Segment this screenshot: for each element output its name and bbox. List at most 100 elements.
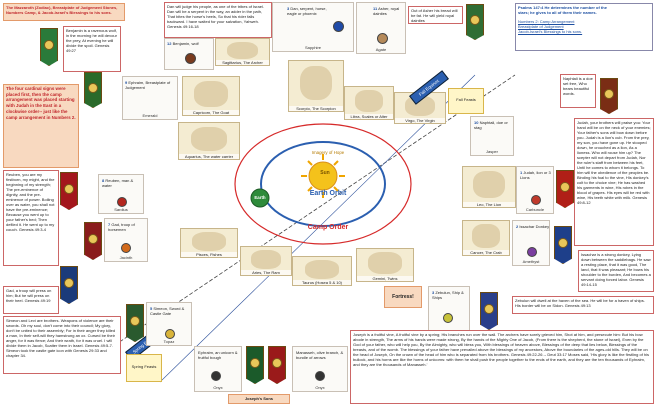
fortress-box: Fortress!	[384, 286, 422, 308]
naphtali-text: Naphtali is a doe set free, Who bears be…	[560, 74, 596, 108]
tribe-reuben: 8 Reuben, man & water Sardius	[98, 174, 144, 214]
dan-text: Dan will judge his people, as one of the…	[164, 2, 272, 38]
zodiac-label-aries: Aries, The Ram	[241, 270, 291, 275]
zodiac-label-aquarius: Aquarius, The water carrier	[179, 154, 239, 159]
camp-note-text: The four cardinal signs were placed firs…	[6, 86, 76, 120]
tribe-asher: 11 Asher, royal dainties Agate	[356, 2, 406, 54]
sun-icon	[301, 154, 345, 198]
zebulun-text: Zebulun will dwell at the haven of the s…	[512, 296, 654, 314]
zodiac-cancer: Cancer, The Crab	[462, 220, 510, 256]
zodiac-label-taurus: Taurus (Hosea 5 & 10)	[293, 280, 351, 285]
onyx-stone-icon	[211, 371, 221, 381]
unicorn-icon	[250, 358, 260, 369]
zodiac-label-leo: Leo, The Lion	[463, 202, 515, 207]
zodiac-leo: Leo, The Lion	[462, 166, 516, 208]
zodiac-aquarius: Aquarius, The water carrier	[178, 122, 240, 160]
topaz-stone-icon	[165, 329, 175, 339]
gad-banner	[84, 222, 102, 260]
tribe-gad: 7 Gad, troop of horsemen Jacinth	[104, 218, 148, 262]
reuben-text-body: Reuben, you are my firstborn, my might, …	[6, 172, 55, 232]
earth-orbit-label: Earth Orbit	[293, 190, 363, 197]
dan-text-body: Dan will judge his people, as one of the…	[167, 4, 264, 29]
sardius-stone-icon	[117, 197, 127, 207]
link-numbers-2[interactable]: Numbers 2: Camp Arrangement	[518, 19, 575, 24]
earth-label: Earth	[250, 195, 270, 200]
tribe-dan-name: Dan, serpent, horse, eagle or phoenix	[287, 6, 327, 16]
tribe-asher-num: 11	[373, 6, 378, 11]
gad-text-body: Gad, a troop will press on him; But he w…	[6, 288, 52, 303]
psalm-box: Psalms 147:4 He determines the number of…	[515, 3, 653, 51]
simeon-banner	[126, 304, 144, 342]
tribe-dan-stone: Sapphire	[304, 45, 321, 50]
issachar-text: Issachar is a strong donkey, Lying down …	[578, 250, 654, 292]
josephs-sons-label: Joseph's Sons	[228, 394, 290, 404]
chrysolite-stone-icon	[443, 313, 453, 323]
tribe-zebulun: 3 Zebulun, Ship & Ships Chrysolite	[428, 286, 470, 336]
agate-stone-icon	[377, 33, 388, 44]
issachar-banner	[554, 226, 572, 264]
tribe-benjamin-num: 12	[167, 41, 172, 46]
tribe-dan: 3 Dan, serpent, horse, eagle or phoenix …	[272, 2, 354, 52]
carbuncle-stone-icon	[531, 195, 541, 205]
title-line-2: Numbers Camp, & Jacob-Israel's Blessings…	[6, 10, 112, 15]
zodiac-label-pisces: Pisces, Fishes	[181, 252, 237, 257]
ephraim-top-banner	[84, 72, 102, 108]
earth-orbit-text: Earth Orbit	[309, 190, 347, 197]
asher-text-body: Out of Asher his bread will be fat. He w…	[411, 8, 458, 23]
benjamin-banner	[40, 28, 58, 66]
tribe-judah-name: Judah, lion or 3 Lions	[520, 170, 551, 180]
tribe-manasseh-stone: Onyx	[315, 385, 325, 390]
fall-feasts-label: Fall Feasts	[456, 97, 476, 102]
castle-gate-icon	[130, 316, 140, 327]
link-breastplate[interactable]: Breastplate of Judgement	[518, 24, 564, 29]
tribe-reuben-stone: Sardius	[114, 207, 128, 212]
naphtali-text-body: Naphtali is a doe set free, Who bears be…	[563, 76, 593, 96]
judah-text-body: Judah, your brothers will praise you: Yo…	[577, 120, 651, 205]
donkey-icon	[558, 238, 568, 249]
psalm-line-1: Psalms 147:4 He determines the number of…	[518, 5, 607, 10]
manasseh-banner	[268, 346, 286, 384]
zebulun-banner	[480, 292, 498, 330]
title-line-1: The Mazzaroth (Zodiac), Breastplate of J…	[6, 5, 118, 10]
zodiac-label-capricorn: Capricorn, The Goat	[183, 110, 239, 115]
tribe-issachar-num: 2	[516, 224, 519, 229]
joseph-text-body: Joseph is a fruitful vine, A fruitful vi…	[353, 332, 650, 367]
ephraim-banner	[246, 346, 264, 384]
tribe-ephraim: Ephraim, an unicorn & fruitful bough Ony…	[194, 346, 242, 392]
psalm-line-2: stars; he gives to all of them their nam…	[518, 10, 597, 15]
zodiac-taurus: Taurus (Hosea 5 & 10)	[292, 256, 352, 286]
sun-label: Sun	[315, 170, 335, 176]
earth-icon	[250, 188, 270, 208]
imagery-of-hope-label: Imagery of Hope	[298, 150, 358, 155]
tribe-manasseh: Manasseh, olive branch, & bundle of arro…	[292, 346, 348, 392]
tribe-judah: 1 Judah, lion or 3 Lions Carbuncle	[516, 166, 554, 214]
water-man-icon	[64, 184, 74, 195]
zodiac-label-sagittarius: Sagittarius, The Archer	[216, 60, 269, 65]
zodiac-label-virgo: Virgo, The Virgin	[395, 118, 445, 123]
ox-icon	[88, 83, 98, 94]
zodiac-aries: Aries, The Ram	[240, 246, 292, 276]
spring-feasts-label: Spring Feasts	[131, 364, 157, 369]
zodiac-pisces: Pisces, Fishes	[180, 228, 238, 258]
tribe-zebulun-name: Zebulun, Ship & Ships	[432, 290, 464, 300]
benjamin-text: Benjamin is a ravenous wolf, in the morn…	[63, 26, 121, 72]
naphtali-banner	[600, 78, 618, 114]
sun-label-text: Sun	[320, 170, 330, 176]
tribe-simeon-stone: Topaz	[163, 339, 175, 344]
zodiac-label-libra: Libra, Scales or Alter	[345, 114, 393, 119]
tribe-naphtali: 10 Naphtali, doe or stag Jasper	[470, 116, 514, 156]
tribe-ephraim-name: Ephraim, an unicorn & fruitful bough	[198, 350, 238, 360]
simeon-text-body: Simeon and Levi are brothers. Weapons of…	[6, 318, 116, 358]
onyx-stone-icon-2	[315, 371, 325, 381]
tribe-ephraim-stone: Onyx	[213, 385, 223, 390]
link-blessings[interactable]: Jacob-Israel's Blessings to his sons.	[518, 29, 583, 34]
earth-label-text: Earth	[254, 195, 266, 200]
ship-icon	[484, 304, 494, 315]
wolf-icon	[44, 40, 54, 51]
benjamin-text-body: Benjamin is a ravenous wolf, in the morn…	[66, 28, 117, 53]
gad-banner-2	[60, 266, 78, 304]
horsemen-icon	[88, 234, 98, 245]
simeon-text: Simeon and Levi are brothers. Weapons of…	[3, 316, 121, 374]
zodiac-scorpio: Scorpio, The Scorpion	[288, 60, 344, 112]
